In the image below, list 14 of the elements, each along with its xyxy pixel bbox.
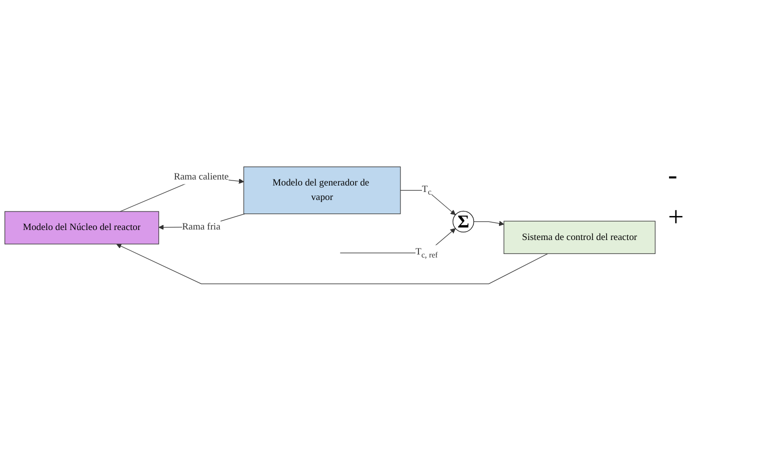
sign-label: + xyxy=(668,202,685,234)
sign-label: - xyxy=(668,160,678,192)
edge-label: T$_{c}$ xyxy=(422,184,432,196)
node-box: Modelo del Núcleo del reactor xyxy=(4,210,160,244)
arrow xyxy=(400,190,456,215)
node-box: Sistema de control del reactor xyxy=(504,220,656,254)
edge-label: Rama caliente xyxy=(174,171,229,182)
arrow xyxy=(340,228,456,253)
arrow xyxy=(473,220,504,226)
arrow xyxy=(116,243,548,284)
edge-label: Rama fria xyxy=(182,221,220,232)
node-box: Modelo del generador de vapor xyxy=(243,166,401,214)
node-circle: Σ xyxy=(452,210,474,232)
edge-label: T$_{c, ref}$ xyxy=(415,246,438,259)
